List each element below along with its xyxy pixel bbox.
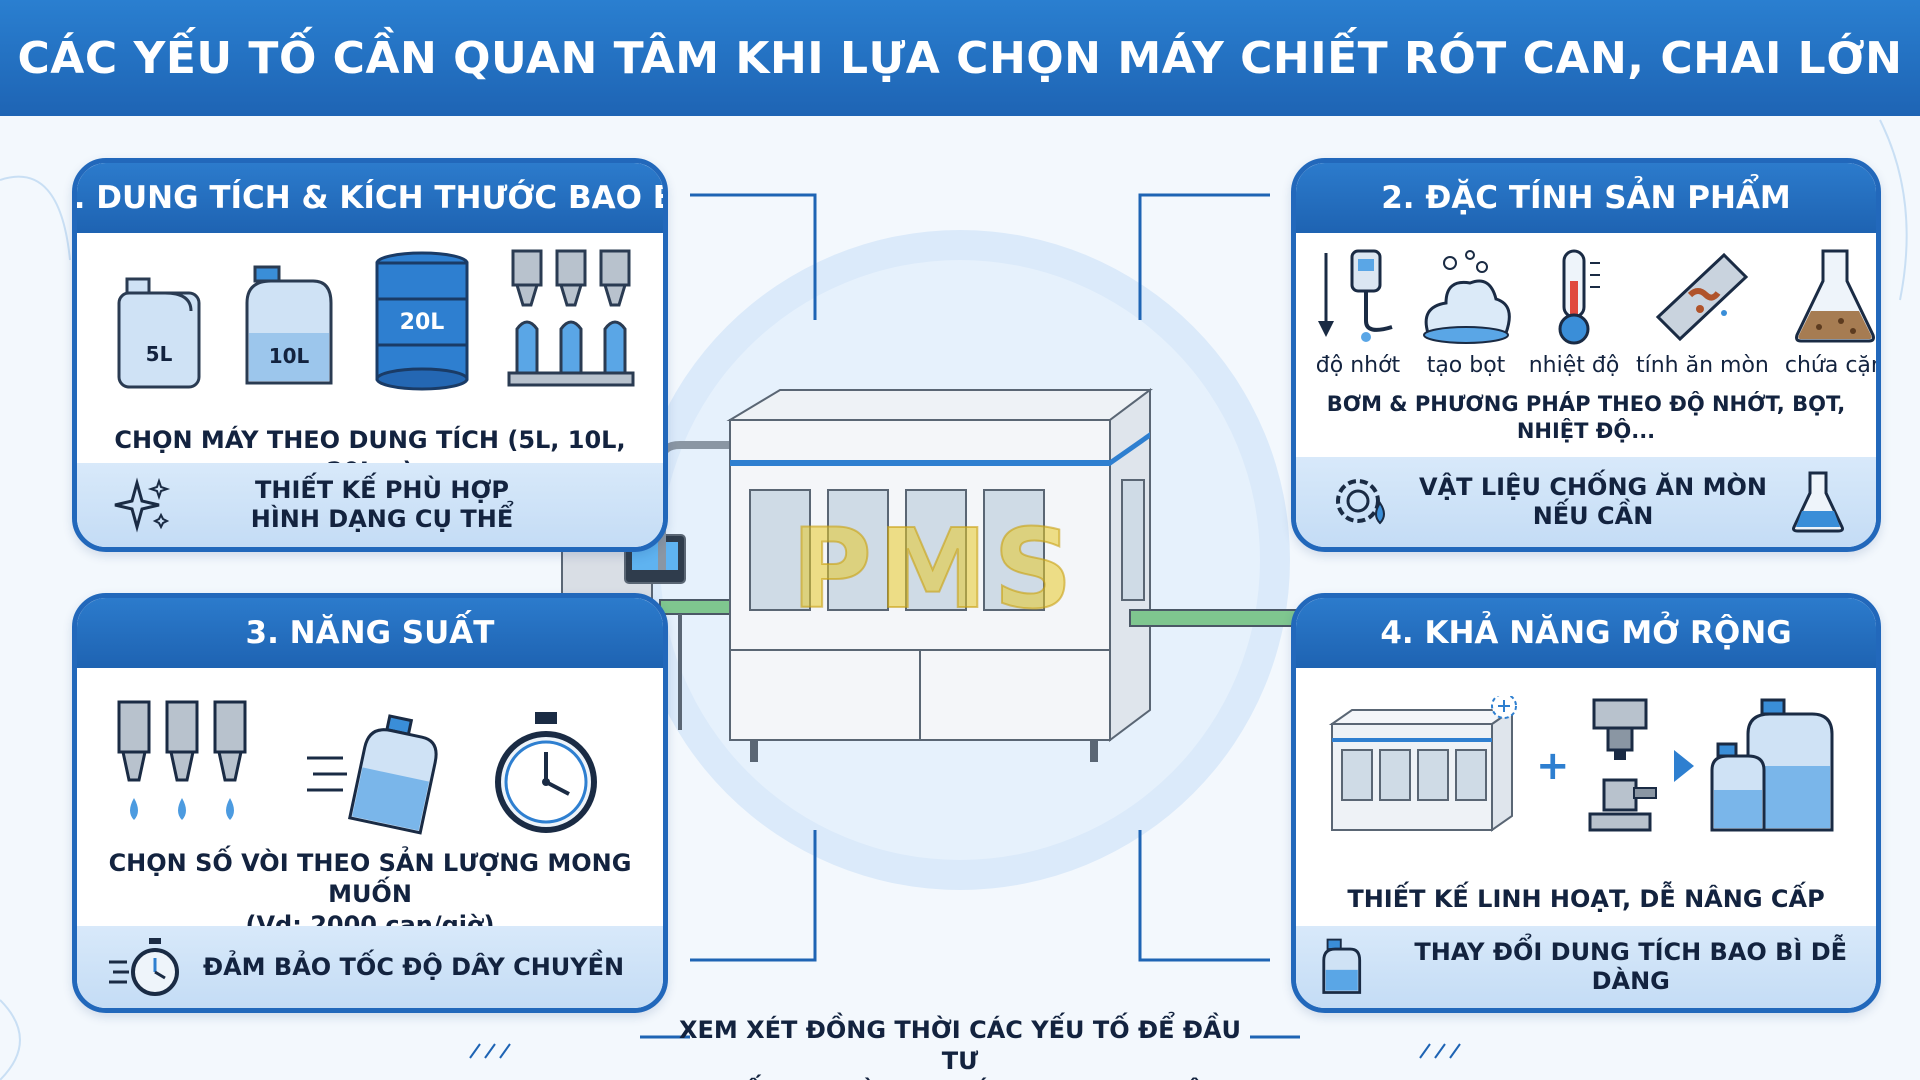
moving-jerrycan-icon	[303, 708, 441, 838]
card-scalability-footer: THAY ĐỔI DUNG TÍCH BAO BÌ DỄ DÀNG	[1296, 926, 1876, 1008]
nozzle-parts-icon	[1580, 696, 1660, 836]
jerrycan-5l-icon: 5L	[113, 271, 205, 391]
three-nozzles-icon	[113, 698, 253, 838]
speed-stopwatch-icon	[109, 938, 179, 996]
card-capacity-footer: THIẾT KẾ PHÙ HỢP HÌNH DẠNG CỤ THỂ	[77, 463, 663, 547]
corroded-pipe-icon: tính ăn mòn	[1636, 247, 1769, 378]
card-product-subtitle: BƠM & PHƯƠNG PHÁP THEO ĐỘ NHỚT, BỌT, NHI…	[1326, 392, 1846, 444]
card-scalability-subtitle: THIẾT KẾ LINH HOẠT, DỄ NÂNG CẤP	[1347, 885, 1825, 913]
card-throughput-footer: ĐẢM BẢO TỐC ĐỘ DÂY CHUYỀN	[77, 926, 663, 1008]
gear-drop-icon	[1336, 479, 1385, 525]
title-bar: CÁC YẾU TỐ CẦN QUAN TÂM KHI LỰA CHỌN MÁY…	[0, 0, 1920, 116]
card-product-footer: VẬT LIỆU CHỐNG ĂN MÒN NẾU CẦN	[1296, 457, 1876, 547]
drum-20l-icon: 20L	[373, 249, 471, 391]
machine-module-icon	[1326, 696, 1526, 836]
card-scalability-title: 4. KHẢ NĂNG MỞ RỘNG	[1380, 615, 1792, 651]
card-capacity-header: 1. DUNG TÍCH & KÍCH THƯỚC BAO BÌ	[77, 163, 663, 233]
jerrycan-10l-icon: 10L	[241, 263, 337, 391]
card-capacity-footer-text: THIẾT KẾ PHÙ HỢP HÌNH DẠNG CỤ THỂ	[250, 476, 514, 533]
card-product-header: 2. ĐẶC TÍNH SẢN PHẨM	[1296, 163, 1876, 233]
plus-icon: +	[1536, 743, 1570, 789]
card-product-footer-text: VẬT LIỆU CHỐNG ĂN MÒN NẾU CẦN	[1419, 473, 1767, 530]
stopwatch-icon	[491, 708, 601, 838]
thermometer-icon: nhiệt độ	[1528, 247, 1620, 378]
flask-icon	[1792, 471, 1844, 533]
card-throughput-footer-text: ĐẢM BẢO TỐC ĐỘ DÂY CHUYỀN	[203, 952, 625, 981]
arrow-right-icon	[1670, 746, 1698, 786]
svg-text:5L: 5L	[146, 342, 173, 366]
card-capacity: 1. DUNG TÍCH & KÍCH THƯỚC BAO BÌ 5L 10L	[72, 158, 668, 552]
flask-sediment-icon: chứa cặn	[1785, 247, 1876, 378]
card-throughput: 3. NĂNG SUẤT	[72, 593, 668, 1013]
card-capacity-subtitle: CHỌN MÁY THEO DUNG TÍCH (5L, 10L, 20L...…	[114, 426, 626, 485]
filling-nozzles-icon	[507, 249, 635, 391]
svg-text:10L: 10L	[269, 344, 310, 368]
page-title: CÁC YẾU TỐ CẦN QUAN TÂM KHI LỰA CHỌN MÁY…	[17, 32, 1903, 84]
card-scalability: 4. KHẢ NĂNG MỞ RỘNG +	[1291, 593, 1881, 1013]
viscometer-icon: độ nhớt	[1312, 247, 1404, 378]
sparkle-icon	[114, 477, 171, 533]
card-product-title: 2. ĐẶC TÍNH SẢN PHẨM	[1381, 180, 1791, 216]
foam-icon: tạo bọt	[1420, 247, 1512, 378]
card-product: 2. ĐẶC TÍNH SẢN PHẨM độ nhớt tạ	[1291, 158, 1881, 552]
watermark-logo: PMS	[790, 504, 1079, 634]
card-scalability-header: 4. KHẢ NĂNG MỞ RỘNG	[1296, 598, 1876, 668]
jerrycans-icon	[1708, 696, 1838, 836]
card-throughput-title: 3. NĂNG SUẤT	[245, 615, 495, 651]
card-throughput-header: 3. NĂNG SUẤT	[77, 598, 663, 668]
card-throughput-subtitle: CHỌN SỐ VÒI THEO SẢN LƯỢNG MONG MUỐN (Vd…	[108, 849, 632, 939]
card-capacity-title: 1. DUNG TÍCH & KÍCH THƯỚC BAO BÌ	[72, 180, 668, 216]
svg-text:20L: 20L	[400, 310, 445, 335]
card-scalability-footer-text: THAY ĐỔI DUNG TÍCH BAO BÌ DỄ DÀNG	[1414, 938, 1848, 995]
small-jerrycan-icon	[1322, 938, 1362, 994]
filling-machine-illustration	[561, 388, 1351, 813]
bottom-note: XEM XÉT ĐỒNG THỜI CÁC YẾU TỐ ĐỂ ĐẦU TƯ T…	[678, 1016, 1242, 1080]
